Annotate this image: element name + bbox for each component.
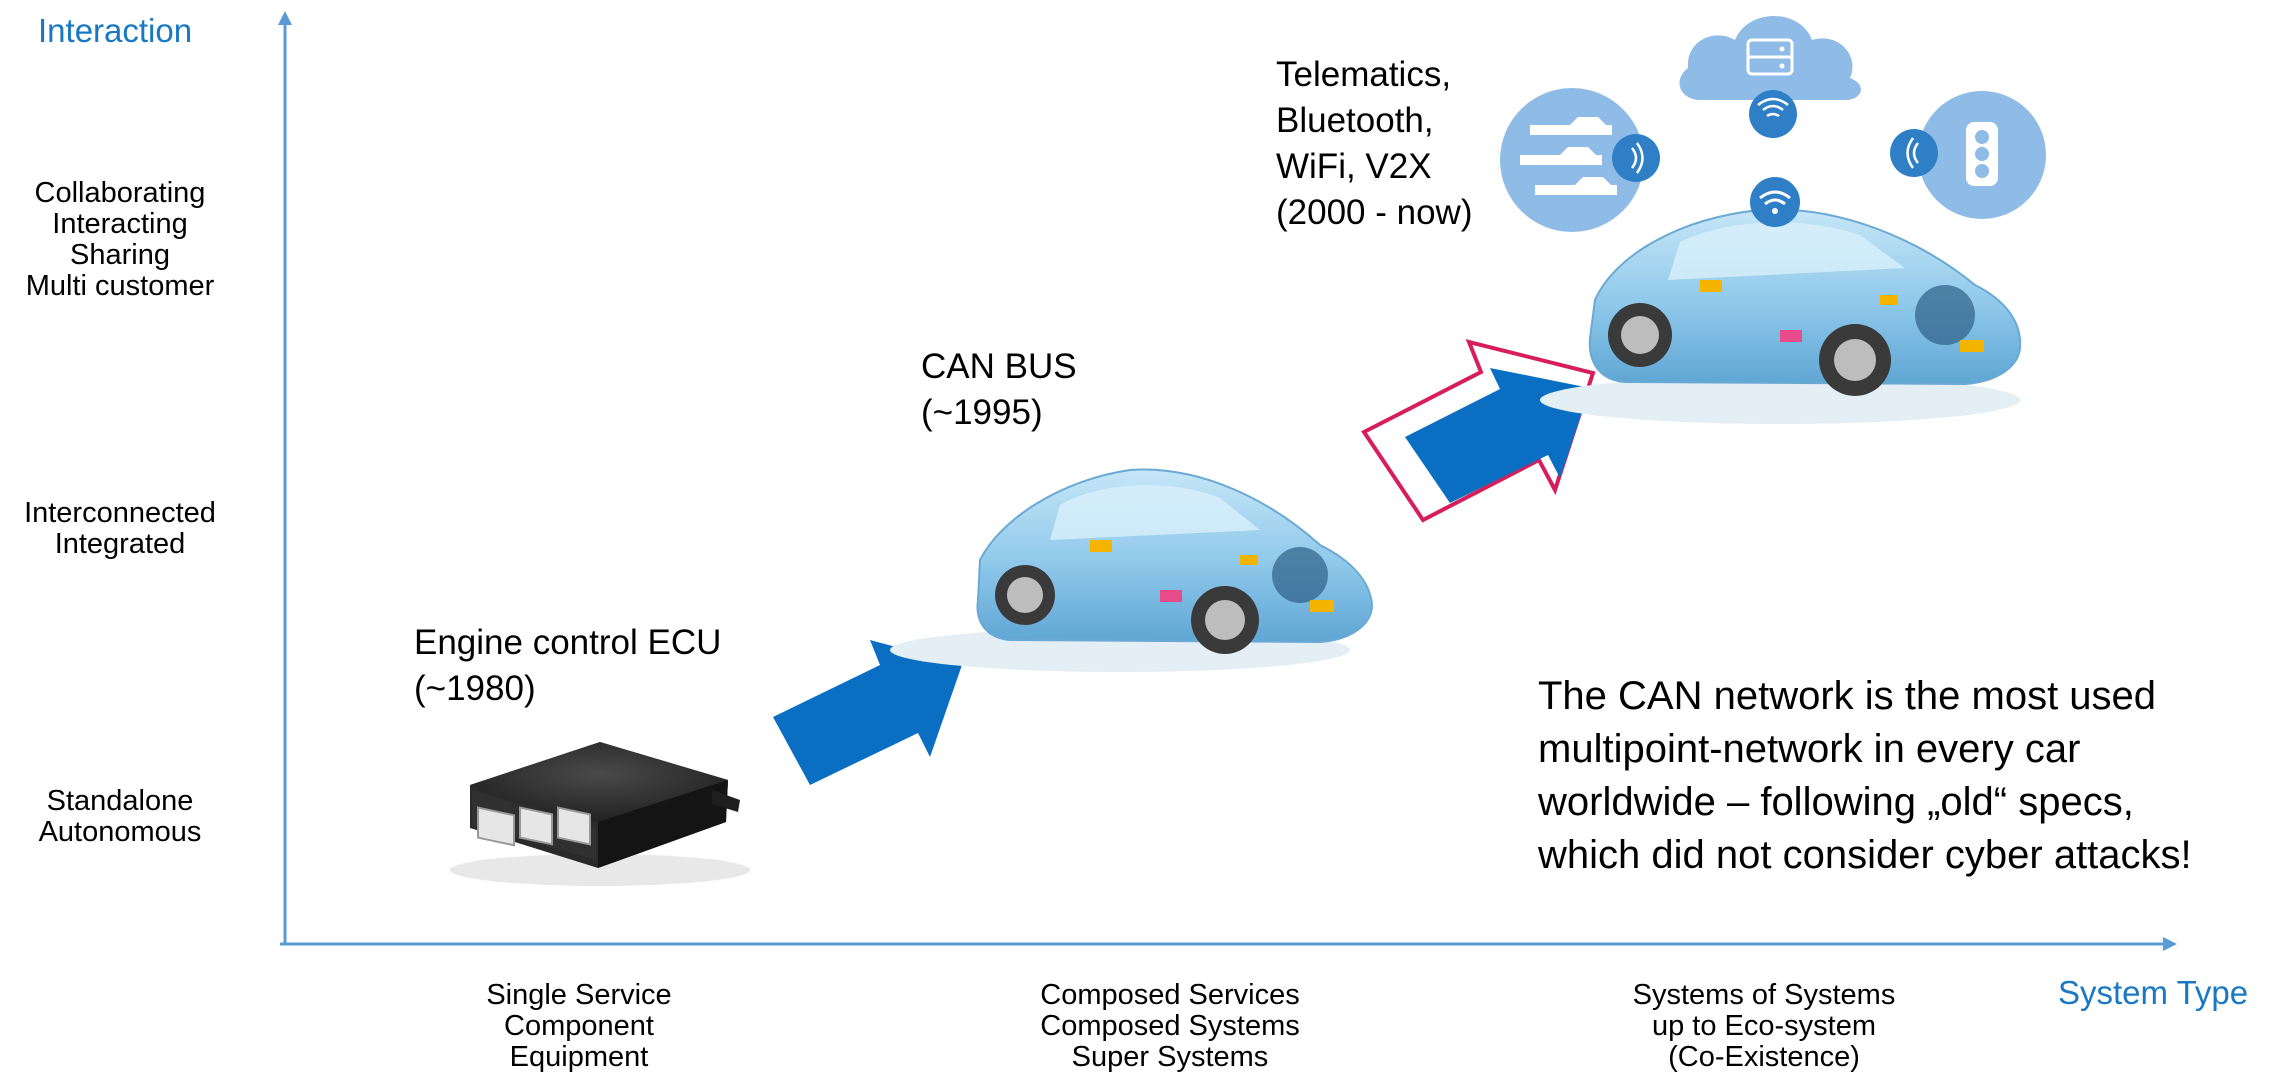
y-level-collaborating: Collaborating Interacting Sharing Multi … xyxy=(0,178,240,302)
highlight-arrow xyxy=(1361,339,1596,523)
broadcast-signal-icon xyxy=(1612,134,1660,182)
milestone-year: (2000 - now) xyxy=(1276,193,1473,232)
broadcast-signal-icon xyxy=(1890,129,1938,177)
milestone-line: WiFi, V2X xyxy=(1276,147,1432,186)
y-level-line: Interconnected xyxy=(24,497,216,529)
x-level-line: (Co-Existence) xyxy=(1668,1041,1860,1073)
y-level-line: Sharing xyxy=(70,239,170,271)
milestone-title: CAN BUS xyxy=(921,347,1077,386)
connected-car-icon xyxy=(890,468,1374,672)
x-level-systems-of-systems: Systems of Systems up to Eco-system (Co-… xyxy=(1554,980,1974,1073)
statement-line: multipoint-network in every car xyxy=(1538,727,2081,771)
x-level-line: Composed Systems xyxy=(1040,1010,1300,1042)
y-level-line: Multi customer xyxy=(25,270,215,302)
y-axis-title: Interaction xyxy=(38,12,193,49)
vehicle-fleet-icon xyxy=(1500,88,1644,232)
milestone-year: (~1980) xyxy=(414,669,536,708)
x-level-composed-services: Composed Services Composed Systems Super… xyxy=(960,980,1380,1073)
milestone-line: Bluetooth, xyxy=(1276,101,1434,140)
ecu-module-icon xyxy=(450,742,750,886)
x-level-line: Component xyxy=(504,1010,654,1042)
broadcast-signal-icon xyxy=(1749,90,1797,138)
y-level-standalone: Standalone Autonomous xyxy=(0,786,240,848)
x-level-line: Super Systems xyxy=(1071,1041,1269,1073)
cloud-server-icon xyxy=(1679,16,1861,100)
x-level-line: Systems of Systems xyxy=(1632,979,1896,1011)
milestone-telematics: Telematics, Bluetooth, WiFi, V2X (2000 -… xyxy=(1276,52,1472,236)
y-level-line: Integrated xyxy=(54,528,186,560)
x-level-line: Composed Services xyxy=(1040,979,1300,1011)
y-level-interconnected: Interconnected Integrated xyxy=(0,498,240,560)
can-statement: The CAN network is the most used multipo… xyxy=(1538,670,2192,882)
y-level-line: Autonomous xyxy=(38,816,202,848)
x-axis-title: System Type xyxy=(2058,974,2249,1011)
milestone-can-bus: CAN BUS (~1995) xyxy=(921,344,1077,436)
milestone-title: Engine control ECU xyxy=(414,623,722,662)
x-level-single-service: Single Service Component Equipment xyxy=(369,980,789,1073)
x-level-line: up to Eco-system xyxy=(1651,1010,1877,1042)
traffic-light-icon xyxy=(1918,91,2046,219)
wifi-icon xyxy=(1750,177,1800,227)
y-level-line: Collaborating xyxy=(34,177,206,209)
x-level-line: Equipment xyxy=(509,1041,649,1073)
milestone-line: Telematics, xyxy=(1276,55,1452,94)
progress-arrow-1 xyxy=(773,640,962,785)
milestone-ecu: Engine control ECU (~1980) xyxy=(414,620,721,712)
statement-line: worldwide – following „old“ specs, xyxy=(1538,780,2134,824)
milestone-year: (~1995) xyxy=(921,393,1043,432)
connected-car-icon xyxy=(1540,208,2022,424)
y-level-line: Standalone xyxy=(46,785,194,817)
statement-line: which did not consider cyber attacks! xyxy=(1538,833,2192,877)
x-level-line: Single Service xyxy=(486,979,672,1011)
y-level-line: Interacting xyxy=(52,208,188,240)
statement-line: The CAN network is the most used xyxy=(1538,674,2157,718)
